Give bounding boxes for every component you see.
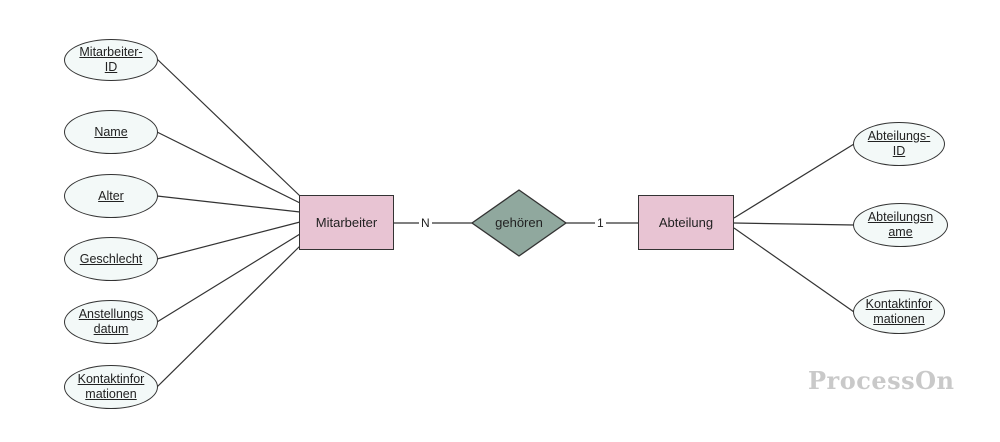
attribute-employee-id[interactable]: Mitarbeiter- ID <box>64 39 158 81</box>
attribute-label: Name <box>94 124 128 139</box>
entity-label: Abteilung <box>658 215 714 230</box>
attribute-department-id[interactable]: Abteilungs- ID <box>853 122 945 166</box>
attribute-label: Geschlecht <box>79 251 143 266</box>
cardinality-department: 1 <box>595 216 606 230</box>
connector-employee-id <box>156 58 301 197</box>
cardinality-employee: N <box>419 216 432 230</box>
attribute-label: Abteilungs- ID <box>867 129 931 158</box>
attribute-label: Kontaktinfor mationen <box>865 297 933 326</box>
connector-department-name <box>733 222 855 226</box>
attribute-department-name[interactable]: Abteilungsn ame <box>853 203 948 247</box>
attribute-label: Anstellungs datum <box>78 307 144 336</box>
connector-age <box>156 195 301 213</box>
attribute-label: Alter <box>98 188 124 203</box>
attribute-label: Mitarbeiter- ID <box>79 45 143 74</box>
processon-watermark: ProcessOn <box>808 366 955 395</box>
attribute-name[interactable]: Name <box>64 110 158 154</box>
entity-label: Mitarbeiter <box>315 215 378 230</box>
attribute-employee-contact[interactable]: Kontaktinfor mationen <box>64 365 158 409</box>
connector-department-contact <box>733 227 855 313</box>
connector-name <box>156 131 301 204</box>
relationship-label: gehören <box>495 215 543 230</box>
connector-department-id <box>733 143 855 219</box>
connector-hire-date <box>156 233 301 323</box>
connector-gender <box>156 221 301 260</box>
attribute-gender[interactable]: Geschlecht <box>64 237 158 281</box>
attribute-age[interactable]: Alter <box>64 174 158 218</box>
attribute-label: Abteilungsn ame <box>867 210 934 239</box>
relationship-diamond[interactable] <box>470 189 568 257</box>
attribute-department-contact[interactable]: Kontaktinfor mationen <box>853 290 945 334</box>
connector-employee-contact <box>156 245 301 388</box>
attribute-hire-date[interactable]: Anstellungs datum <box>64 300 158 344</box>
attribute-label: Kontaktinfor mationen <box>77 372 145 401</box>
entity-department[interactable]: Abteilung <box>638 195 734 250</box>
entity-employee[interactable]: Mitarbeiter <box>299 195 394 250</box>
